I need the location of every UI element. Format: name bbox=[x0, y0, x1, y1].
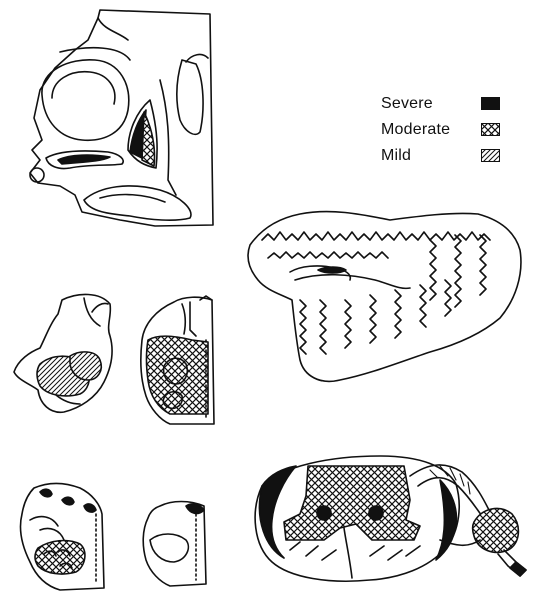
cerebellum-section bbox=[248, 212, 521, 382]
medulla-section-left bbox=[14, 294, 112, 412]
legend-label-severe: Severe bbox=[381, 95, 433, 113]
legend-item-severe: Severe bbox=[381, 93, 511, 119]
lower-section-left bbox=[20, 484, 104, 591]
forebrain-coronal-section bbox=[30, 10, 213, 226]
solid-swatch-icon bbox=[481, 97, 500, 110]
legend-label-mild: Mild bbox=[381, 147, 411, 165]
crosshatch-swatch-icon bbox=[481, 123, 500, 136]
legend-item-mild: Mild bbox=[381, 145, 511, 171]
legend-label-moderate: Moderate bbox=[381, 121, 450, 139]
diagonal-swatch-icon bbox=[481, 149, 500, 162]
medulla-section-right bbox=[141, 296, 214, 424]
lower-section-right bbox=[143, 502, 206, 587]
spinal-cord-section bbox=[255, 456, 526, 581]
legend-item-moderate: Moderate bbox=[381, 119, 511, 145]
severity-legend: Severe Moderate Mild bbox=[381, 93, 511, 171]
